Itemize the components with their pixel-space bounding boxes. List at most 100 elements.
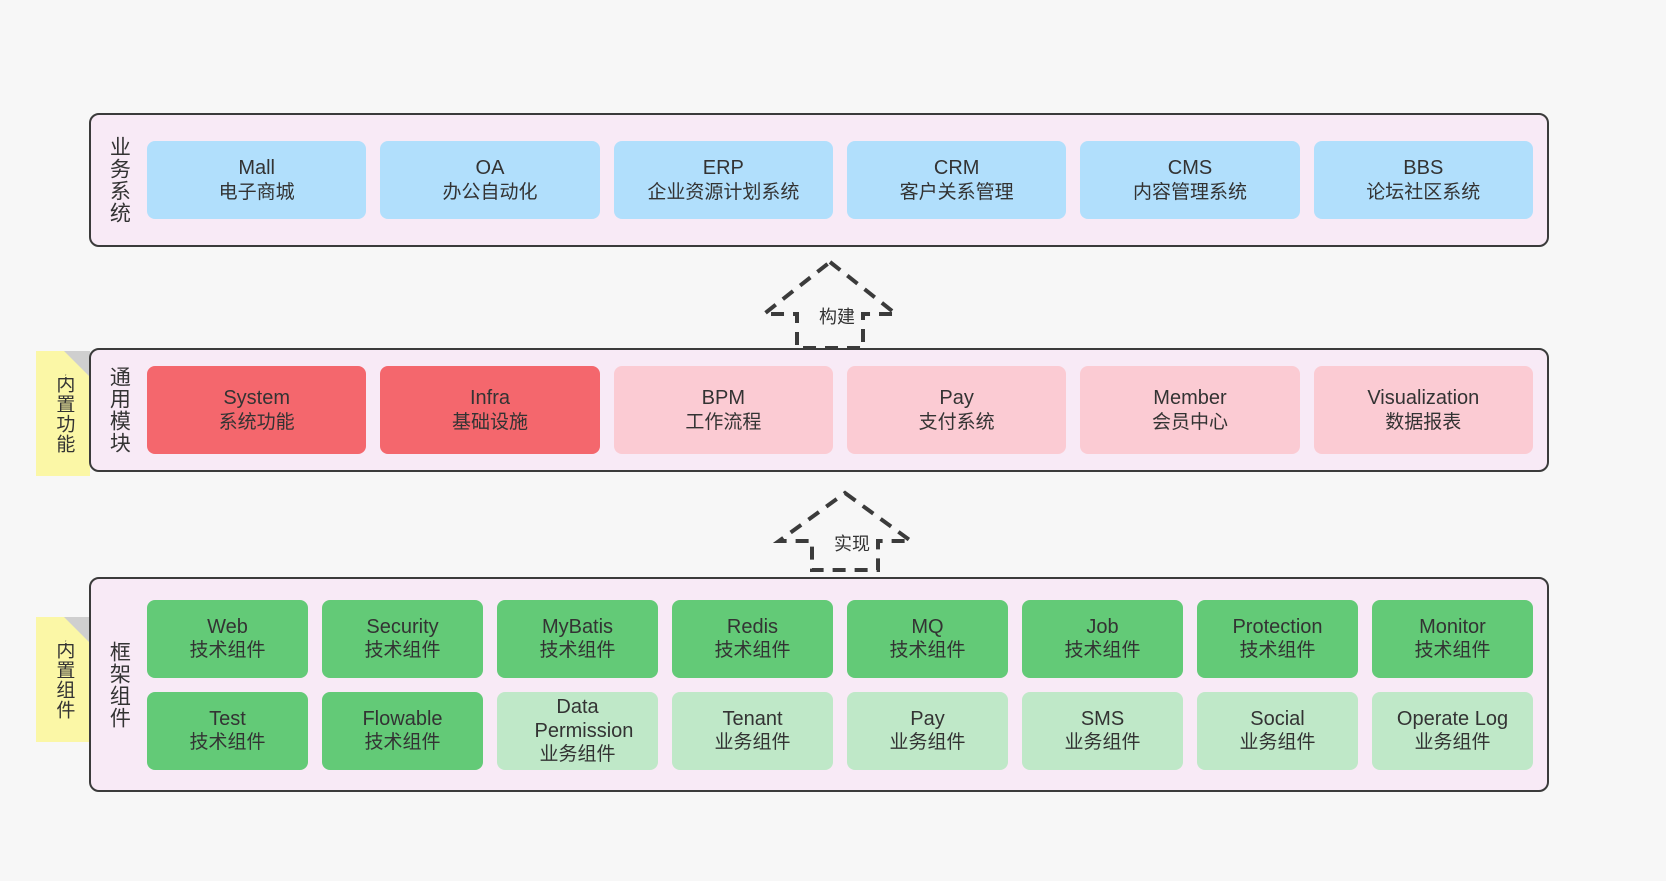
card-subtitle: 基础设施	[451, 411, 528, 433]
layer-framework-component-title: 框架组件	[107, 640, 131, 729]
arrow-implement-label: 实现	[832, 530, 872, 556]
card-pay-business[interactable]: Pay 业务组件	[847, 691, 1008, 770]
card-title: MQ	[911, 615, 944, 638]
card-visualization[interactable]: Visualization 数据报表	[1313, 366, 1533, 454]
card-subtitle: 技术组件	[889, 640, 966, 662]
card-monitor[interactable]: Monitor 技术组件	[1372, 599, 1533, 678]
layer-business-system: 业务系统 Mall 电子商城 OA 办公自动化 ERP 企业资源计划系统 CRM…	[89, 113, 1549, 247]
card-subtitle: 技术组件	[539, 640, 616, 662]
card-bbs[interactable]: BBS 论坛社区系统	[1313, 141, 1533, 219]
card-title: Pay	[910, 707, 945, 730]
layer-common-module-cards: System 系统功能 Infra 基础设施 BPM 工作流程 Pay 支付系统…	[145, 350, 1547, 470]
card-subtitle: 技术组件	[1239, 640, 1316, 662]
card-title: Flowable	[362, 707, 443, 730]
card-sms[interactable]: SMS 业务组件	[1022, 691, 1183, 770]
arrow-build-label: 构建	[817, 303, 857, 329]
card-subtitle: 技术组件	[714, 640, 791, 662]
card-subtitle: 电子商城	[218, 181, 295, 203]
card-title: Security	[366, 615, 439, 638]
card-flowable[interactable]: Flowable 技术组件	[322, 691, 483, 770]
card-subtitle: 支付系统	[918, 411, 995, 433]
card-oa[interactable]: OA 办公自动化	[380, 141, 600, 219]
card-operate-log[interactable]: Operate Log 业务组件	[1372, 691, 1533, 770]
card-title: ERP	[702, 157, 744, 180]
card-subtitle: 企业资源计划系统	[647, 181, 800, 203]
card-title: Monitor	[1419, 615, 1486, 638]
layer-framework-component-cards: Web 技术组件 Security 技术组件 MyBatis 技术组件 Redi…	[145, 579, 1547, 790]
framework-row-business: Test 技术组件 Flowable 技术组件 Data Permission …	[147, 691, 1533, 770]
sticky-note-builtin-component: 内置组件	[36, 617, 90, 742]
card-subtitle: 办公自动化	[442, 181, 538, 203]
card-mall[interactable]: Mall 电子商城	[147, 141, 367, 219]
card-cms[interactable]: CMS 内容管理系统	[1080, 141, 1300, 219]
card-title: CMS	[1167, 157, 1213, 180]
card-social[interactable]: Social 业务组件	[1197, 691, 1358, 770]
card-title: Test	[209, 707, 246, 730]
layer-common-module: 通用模块 System 系统功能 Infra 基础设施 BPM 工作流程 Pay…	[89, 348, 1549, 472]
card-title: Tenant	[722, 707, 783, 730]
card-title: BBS	[1403, 157, 1444, 180]
card-subtitle: 技术组件	[1414, 640, 1491, 662]
card-crm[interactable]: CRM 客户关系管理	[846, 141, 1067, 219]
card-subtitle: 会员中心	[1151, 411, 1228, 433]
card-subtitle: 论坛社区系统	[1366, 181, 1481, 203]
card-security[interactable]: Security 技术组件	[322, 599, 483, 678]
card-redis[interactable]: Redis 技术组件	[672, 599, 833, 678]
card-title: Social	[1250, 707, 1305, 730]
framework-row-technical: Web 技术组件 Security 技术组件 MyBatis 技术组件 Redi…	[147, 599, 1533, 678]
layer-business-system-title: 业务系统	[107, 136, 131, 224]
card-subtitle: 技术组件	[189, 732, 266, 754]
card-pay[interactable]: Pay 支付系统	[846, 366, 1067, 454]
card-subtitle: 技术组件	[189, 640, 266, 662]
card-mybatis[interactable]: MyBatis 技术组件	[497, 599, 658, 678]
card-mq[interactable]: MQ 技术组件	[847, 599, 1008, 678]
card-erp[interactable]: ERP 企业资源计划系统	[613, 141, 833, 219]
card-subtitle: 内容管理系统	[1132, 181, 1247, 203]
card-title: SMS	[1080, 707, 1125, 730]
layer-business-system-cards: Mall 电子商城 OA 办公自动化 ERP 企业资源计划系统 CRM 客户关系…	[145, 115, 1547, 245]
card-tenant[interactable]: Tenant 业务组件	[672, 691, 833, 770]
card-subtitle: 业务组件	[1414, 732, 1491, 754]
card-title: Web	[207, 615, 248, 638]
card-title: System	[223, 387, 290, 410]
card-title: Redis	[726, 615, 779, 638]
card-title: Job	[1086, 615, 1119, 638]
card-subtitle: 业务组件	[1064, 732, 1141, 754]
card-subtitle: 技术组件	[1064, 640, 1141, 662]
card-member[interactable]: Member 会员中心	[1080, 366, 1300, 454]
card-title: Member	[1153, 387, 1227, 410]
card-web[interactable]: Web 技术组件	[147, 599, 308, 678]
card-test[interactable]: Test 技术组件	[147, 691, 308, 770]
card-title: Data Permission	[534, 695, 634, 742]
card-subtitle: 技术组件	[364, 640, 441, 662]
card-bpm[interactable]: BPM 工作流程	[613, 366, 833, 454]
card-subtitle: 业务组件	[889, 732, 966, 754]
card-title: BPM	[701, 387, 745, 410]
card-subtitle: 系统功能	[218, 411, 295, 433]
card-title: OA	[475, 157, 505, 180]
card-title: Visualization	[1367, 387, 1480, 410]
card-title: Protection	[1232, 615, 1323, 638]
card-subtitle: 工作流程	[685, 411, 762, 433]
card-subtitle: 业务组件	[539, 744, 616, 766]
sticky-note-builtin-function: 内置功能	[36, 351, 90, 476]
card-protection[interactable]: Protection 技术组件	[1197, 599, 1358, 678]
card-title: MyBatis	[541, 615, 614, 638]
card-subtitle: 客户关系管理	[899, 181, 1014, 203]
card-infra[interactable]: Infra 基础设施	[380, 366, 600, 454]
card-subtitle: 业务组件	[714, 732, 791, 754]
arrow-build: 构建	[758, 258, 902, 350]
card-title: CRM	[933, 157, 980, 180]
card-system[interactable]: System 系统功能	[147, 366, 367, 454]
card-title: Infra	[469, 387, 510, 410]
card-subtitle: 数据报表	[1385, 411, 1462, 433]
card-job[interactable]: Job 技术组件	[1022, 599, 1183, 678]
card-data-permission[interactable]: Data Permission 业务组件	[497, 691, 658, 770]
arrow-implement: 实现	[772, 489, 918, 572]
card-title: Operate Log	[1396, 707, 1509, 730]
card-title: Mall	[238, 157, 275, 180]
card-title: Pay	[939, 387, 974, 410]
layer-common-module-title: 通用模块	[107, 366, 131, 454]
layer-framework-component: 框架组件 Web 技术组件 Security 技术组件 MyBatis 技术组件…	[89, 577, 1549, 792]
